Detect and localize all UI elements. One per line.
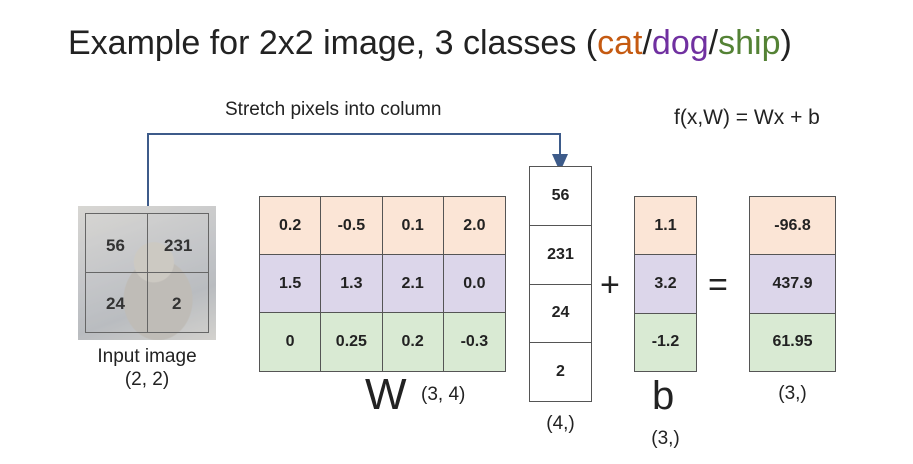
score-cell: 61.95 xyxy=(750,313,835,371)
matrix-cell: -0.3 xyxy=(443,313,505,371)
bias-vector: 1.1 3.2 -1.2 xyxy=(634,196,697,372)
pixel-column-vector: 56 231 24 2 xyxy=(529,166,592,402)
column-cell: 56 xyxy=(530,167,591,226)
weight-matrix: 0.2 -0.5 0.1 2.0 1.5 1.3 2.1 0.0 0 0.25 … xyxy=(259,196,506,372)
matrix-cell: 0.2 xyxy=(382,313,444,371)
stretch-label: Stretch pixels into column xyxy=(225,99,442,120)
title-sep1: / xyxy=(642,24,652,62)
plus-sign: + xyxy=(600,266,620,304)
matrix-cell: 0.0 xyxy=(443,255,505,313)
matrix-cell: 0.25 xyxy=(321,313,383,371)
matrix-cell: 0.2 xyxy=(260,197,322,255)
caption-line: Input image xyxy=(97,346,197,367)
caption-shape: (2, 2) xyxy=(124,369,170,390)
pixel-value: 24 xyxy=(106,294,125,313)
bias-label: b xyxy=(652,374,675,418)
slide-title: Example for 2x2 image, 3 classes (cat/do… xyxy=(68,24,792,63)
score-shape: (3,) xyxy=(778,383,807,404)
title-ship: ship xyxy=(718,24,781,62)
pixel-value: 2 xyxy=(172,294,182,313)
bias-shape: (3,) xyxy=(651,428,680,449)
pixel-value: 56 xyxy=(106,236,125,255)
matrix-cell: 1.3 xyxy=(321,255,383,313)
matrix-w-shape: (3, 4) xyxy=(421,384,466,405)
bias-cell: -1.2 xyxy=(635,313,696,371)
score-cell: 437.9 xyxy=(750,255,835,314)
matrix-cell: 0 xyxy=(260,313,322,371)
column-shape: (4,) xyxy=(546,413,575,434)
title-suffix: ) xyxy=(780,24,792,62)
bias-cell: 3.2 xyxy=(635,255,696,314)
column-cell: 231 xyxy=(530,226,591,285)
score-vector: -96.8 437.9 61.95 xyxy=(749,196,836,372)
matrix-w-label: W xyxy=(365,370,407,419)
formula: f(x,W) = Wx + b xyxy=(674,106,820,129)
bias-cell: 1.1 xyxy=(635,197,696,256)
column-cell: 24 xyxy=(530,285,591,344)
column-cell: 2 xyxy=(556,363,565,381)
matrix-cell: 0.1 xyxy=(382,197,444,255)
image-pixel-grid: 56 231 24 2 xyxy=(85,213,209,333)
matrix-cell: -0.5 xyxy=(321,197,383,255)
title-cat: cat xyxy=(597,24,643,62)
equals-sign: = xyxy=(708,266,728,304)
matrix-cell: 2.1 xyxy=(382,255,444,313)
title-sep2: / xyxy=(708,24,719,62)
pixel-value: 231 xyxy=(164,236,193,255)
input-image-caption: Input image (2, 2) xyxy=(78,345,216,391)
title-prefix: Example for 2x2 image, 3 classes ( xyxy=(68,24,598,62)
matrix-cell: 2.0 xyxy=(443,197,505,255)
title-dog: dog xyxy=(651,24,709,62)
score-cell: -96.8 xyxy=(750,197,835,256)
matrix-cell: 1.5 xyxy=(260,255,322,313)
